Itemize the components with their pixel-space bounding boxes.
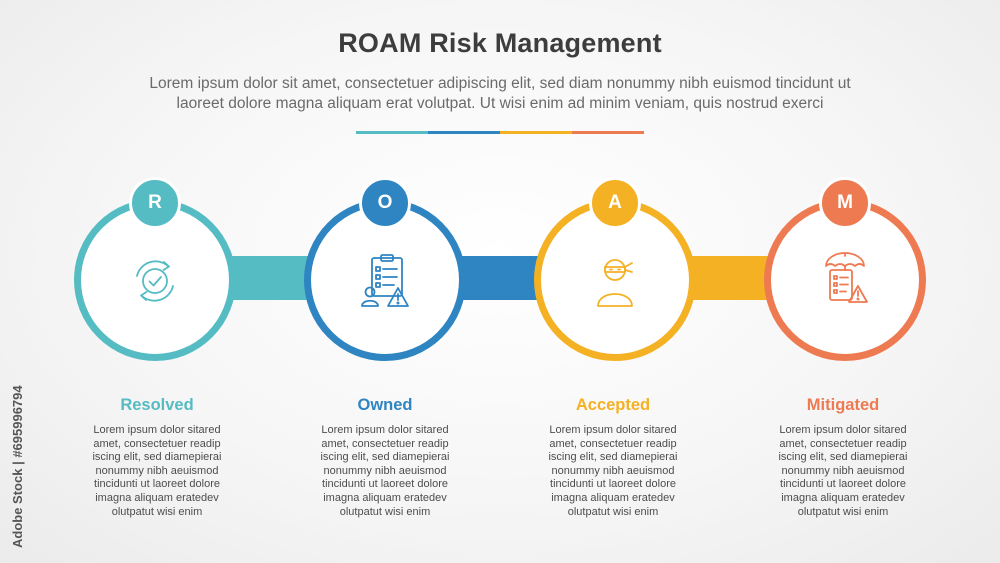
step-title-resolved: Resolved [120, 396, 194, 414]
desc-line: tincidunti ut laoreet dolore [550, 478, 676, 491]
refresh-check-icon [136, 260, 174, 302]
page-subtitle: Lorem ipsum dolor sit amet, consectetuer… [60, 74, 940, 114]
masked-person-icon [597, 259, 633, 307]
step-desc-resolved: Lorem ipsum dolor sitared amet, consecte… [72, 424, 242, 519]
desc-line: iscing elit, sed diamepierai [548, 451, 678, 464]
stock-id-watermark: Adobe Stock | #695996794 [10, 385, 25, 548]
page-title: ROAM Risk Management [338, 28, 662, 58]
desc-line: iscing elit, sed diamepierai [320, 451, 450, 464]
desc-line: nonummy nibh aeuismod [781, 464, 905, 477]
desc-line: iscing elit, sed diamepierai [92, 451, 222, 464]
title-rule-segment-r [356, 131, 428, 134]
desc-line: imagna aliquam eratedev [551, 491, 675, 504]
title-rule-segment-o [428, 131, 500, 134]
desc-line: nonummy nibh aeuismod [95, 464, 219, 477]
step-badge-owned: O [359, 177, 411, 229]
desc-line: imagna aliquam eratedev [323, 491, 447, 504]
desc-line: olutpatut wisi enim [797, 505, 889, 518]
desc-line: amet, consectetuer readip [779, 437, 907, 450]
step-badge-accepted: A [589, 177, 641, 229]
desc-line: tincidunti ut laoreet dolore [94, 478, 220, 491]
desc-line: nonummy nibh aeuismod [551, 464, 675, 477]
desc-line: Lorem ipsum dolor sitared [321, 424, 449, 436]
clipboard-person-warning-icon [361, 254, 409, 307]
title-rule-segment-m [572, 131, 644, 134]
desc-line: imagna aliquam eratedev [781, 491, 905, 504]
desc-line: olutpatut wisi enim [567, 505, 659, 518]
subtitle-line: Lorem ipsum dolor sit amet, consectetuer… [149, 75, 851, 92]
desc-line: amet, consectetuer readip [549, 437, 677, 450]
desc-line: olutpatut wisi enim [111, 505, 203, 518]
desc-line: tincidunti ut laoreet dolore [322, 478, 448, 491]
desc-line: tincidunti ut laoreet dolore [780, 478, 906, 491]
step-desc-mitigated: Lorem ipsum dolor sitared amet, consecte… [758, 424, 928, 519]
step-desc-accepted: Lorem ipsum dolor sitared amet, consecte… [528, 424, 698, 519]
title-rule-segment-a [500, 131, 572, 134]
step-title-owned: Owned [357, 396, 413, 414]
umbrella-clipboard-warning-icon [825, 252, 868, 303]
desc-line: nonummy nibh aeuismod [323, 464, 447, 477]
step-title-mitigated: Mitigated [806, 396, 880, 414]
desc-line: Lorem ipsum dolor sitared [549, 424, 677, 436]
desc-line: Lorem ipsum dolor sitared [93, 424, 221, 436]
desc-line: Lorem ipsum dolor sitared [779, 424, 907, 436]
desc-line: amet, consectetuer readip [93, 437, 221, 450]
desc-line: olutpatut wisi enim [339, 505, 431, 518]
subtitle-line: laoreet dolore magna aliquam erat volutp… [176, 95, 824, 112]
step-badge-mitigated: M [819, 177, 871, 229]
step-ring-owned [304, 199, 466, 361]
desc-line: imagna aliquam eratedev [95, 491, 219, 504]
step-title-accepted: Accepted [575, 396, 651, 414]
step-badge-resolved: R [129, 177, 181, 229]
desc-line: iscing elit, sed diamepierai [778, 451, 908, 464]
desc-line: amet, consectetuer readip [321, 437, 449, 450]
step-desc-owned: Lorem ipsum dolor sitared amet, consecte… [300, 424, 470, 519]
